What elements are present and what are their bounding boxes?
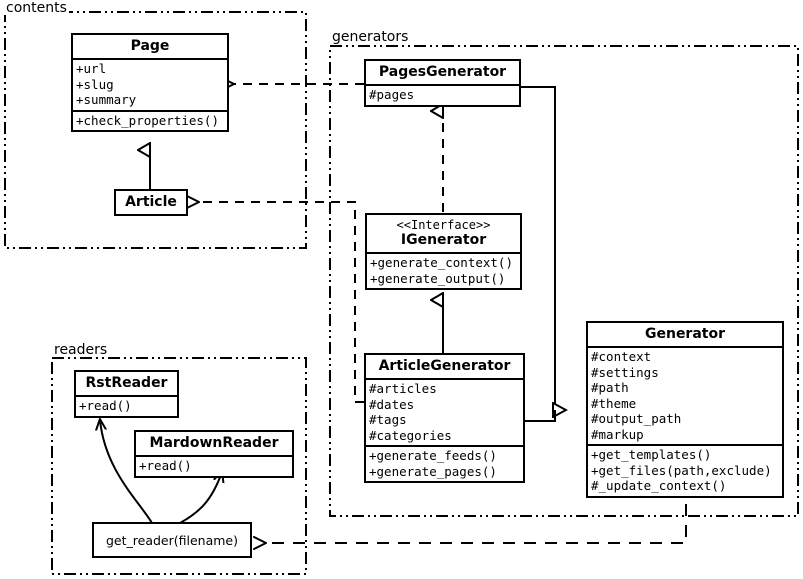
class-attribute: #theme — [591, 395, 637, 411]
class-attribute: #pages — [369, 87, 415, 103]
class-box-rstreader[interactable]: RstReader +read() — [74, 370, 179, 418]
function-label-get-reader: get_reader(filename) — [106, 532, 238, 548]
class-title-article: Article — [125, 194, 177, 210]
relation-getreader-creates-mardownreader — [179, 472, 222, 524]
class-title-pagesgenerator: PagesGenerator — [378, 64, 507, 80]
class-attribute: #markup — [591, 426, 644, 442]
class-box-page[interactable]: Page +url +slug +summary +check_properti… — [71, 33, 229, 133]
class-method: +generate_feeds() — [369, 448, 497, 464]
class-attribute: #dates — [369, 396, 415, 412]
class-method: +get_templates() — [591, 447, 712, 463]
class-box-igenerator[interactable]: <<Interface>> IGenerator +generate_conte… — [365, 213, 522, 291]
class-methods-mardownreader: +read() — [136, 455, 292, 476]
class-method: +get_files(path,exclude) — [591, 462, 772, 478]
class-attribute: +summary — [76, 92, 137, 108]
package-label-generators: generators — [330, 29, 411, 45]
relation-pagesgenerator-generalizes-generator — [521, 86, 566, 410]
class-attribute: #context — [591, 349, 652, 365]
class-methods-generator: +get_templates() +get_files(path,exclude… — [588, 444, 782, 496]
class-method: +generate_pages() — [369, 463, 497, 479]
class-attribute: #articles — [369, 381, 437, 397]
function-box-get-reader[interactable]: get_reader(filename) — [92, 522, 252, 558]
class-method: +check_properties() — [76, 112, 219, 128]
class-name-igenerator: IGenerator — [400, 232, 487, 249]
package-label-contents: contents — [4, 0, 69, 16]
class-attributes-pagesgenerator: #pages — [366, 84, 519, 105]
class-attributes-articlegenerator: #articles #dates #tags #categories — [366, 378, 523, 445]
class-methods-igenerator: +generate_context() +generate_output() — [367, 252, 520, 288]
class-title-rstreader: RstReader — [85, 375, 168, 391]
class-box-articlegenerator[interactable]: ArticleGenerator #articles #dates #tags … — [364, 353, 525, 484]
class-method: +read() — [139, 458, 192, 474]
class-title-generator: Generator — [644, 326, 725, 342]
class-attribute: +url — [76, 61, 107, 77]
class-attribute: #categories — [369, 427, 452, 443]
class-attribute: +slug — [76, 76, 114, 92]
class-title-igenerator: <<Interface>> IGenerator — [367, 215, 520, 252]
class-stereotype-igenerator: <<Interface>> — [396, 218, 491, 232]
relation-articlegenerator-depends-article — [186, 195, 364, 403]
class-box-mardownreader[interactable]: MardownReader +read() — [134, 430, 294, 478]
class-title-page: Page — [130, 38, 170, 54]
class-method: +read() — [79, 398, 132, 414]
class-method: #_update_context() — [591, 478, 727, 494]
class-attribute: #settings — [591, 364, 659, 380]
class-attribute: #tags — [369, 412, 407, 428]
class-method: +generate_output() — [370, 270, 506, 286]
relation-articlegenerator-generalizes-generator — [525, 410, 556, 422]
class-title-mardownreader: MardownReader — [149, 435, 279, 451]
class-box-article[interactable]: Article — [114, 189, 188, 217]
class-attribute: #path — [591, 380, 629, 396]
class-methods-page: +check_properties() — [73, 109, 227, 131]
package-label-readers: readers — [52, 342, 110, 358]
class-box-pagesgenerator[interactable]: PagesGenerator #pages — [364, 59, 521, 107]
class-method: +generate_context() — [370, 255, 513, 271]
relation-generator-depends-getreader — [253, 504, 687, 550]
class-methods-rstreader: +read() — [76, 395, 177, 416]
class-attribute: #output_path — [591, 411, 682, 427]
class-methods-articlegenerator: +generate_feeds() +generate_pages() — [366, 445, 523, 481]
class-box-generator[interactable]: Generator #context #settings #path #them… — [586, 321, 784, 498]
class-attributes-generator: #context #settings #path #theme #output_… — [588, 346, 782, 444]
class-title-articlegenerator: ArticleGenerator — [378, 358, 511, 374]
class-attributes-page: +url +slug +summary — [73, 58, 227, 110]
